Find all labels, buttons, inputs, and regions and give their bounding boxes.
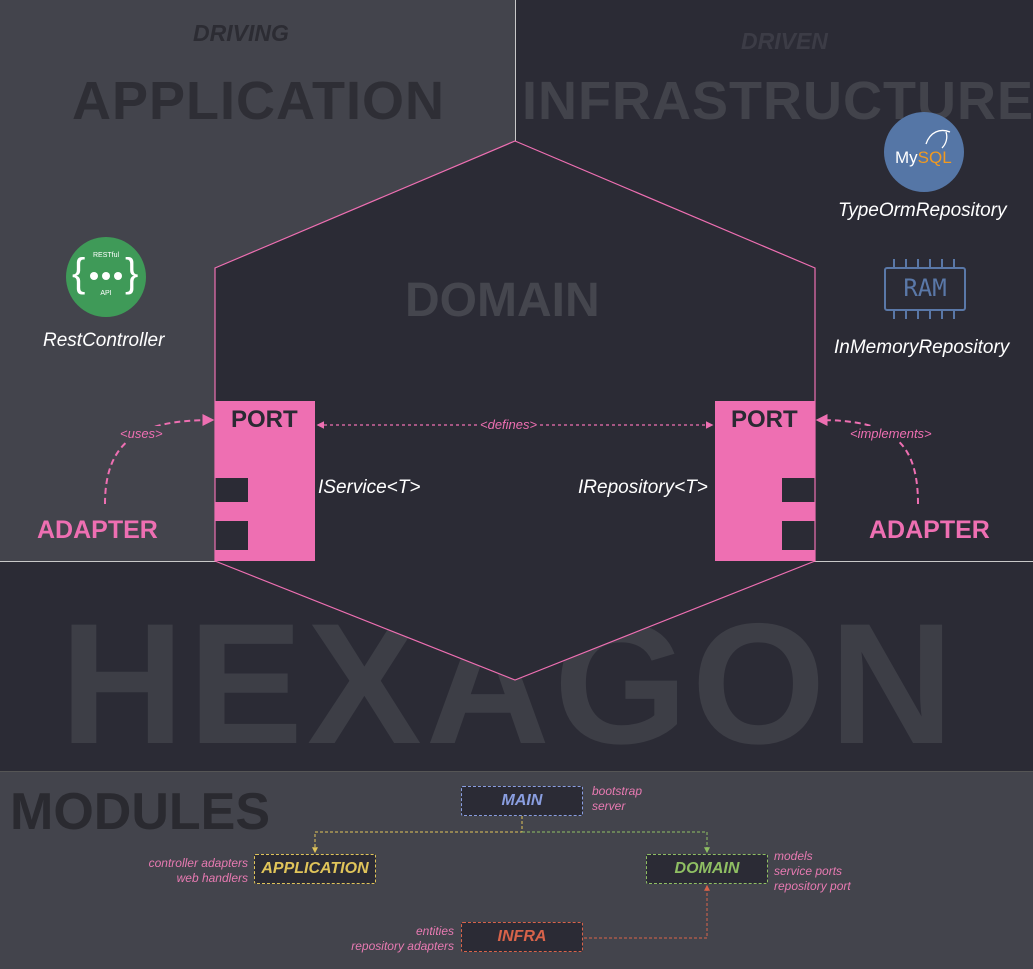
modules-diagram <box>312 816 710 939</box>
right-adapter-label: ADAPTER <box>869 516 990 544</box>
main-to-domain-arrow <box>522 831 710 854</box>
infra-note: entities <box>415 924 454 938</box>
driven-label: DRIVEN <box>741 28 828 54</box>
implements-label: <implements> <box>849 426 933 441</box>
inmemory-repository-label: InMemoryRepository <box>834 337 1010 358</box>
service-interface: IService<T> <box>318 477 421 498</box>
application-title: APPLICATION <box>72 71 445 131</box>
domain-hexagon <box>214 140 816 681</box>
mysql-my-text: My <box>895 148 918 167</box>
main-module: MAIN <box>461 786 583 816</box>
main-note: bootstrap <box>592 784 643 798</box>
main-note: server <box>592 799 626 813</box>
left-port <box>215 401 315 561</box>
dolphin-icon <box>925 129 951 149</box>
driving-label: DRIVING <box>193 20 289 46</box>
application-module: APPLICATION <box>254 854 376 884</box>
right-port <box>715 401 815 561</box>
infra-module: INFRA <box>461 922 583 952</box>
restful-icon-label: RESTful <box>92 252 120 259</box>
dot-icon <box>90 272 98 280</box>
uses-label: <uses> <box>119 426 164 441</box>
dot-icon <box>114 272 122 280</box>
domain-note: service ports <box>774 864 843 878</box>
rest-controller-label: RestController <box>43 330 165 351</box>
application-note: web handlers <box>176 871 248 885</box>
ram-text: RAM <box>903 274 947 302</box>
domain-title: DOMAIN <box>405 274 600 327</box>
main-notes: bootstrap server <box>592 784 642 814</box>
ram-icon: RAM <box>884 267 966 311</box>
ram-pins <box>893 259 955 319</box>
restful-api-icon: RESTful { } API <box>66 237 146 317</box>
restful-icon-sub: API <box>100 290 112 297</box>
dot-icon <box>102 272 110 280</box>
right-brace: } <box>125 251 139 295</box>
domain-notes: models service ports repository port <box>774 849 851 894</box>
domain-note: repository port <box>774 879 851 893</box>
modules-divider <box>0 771 1033 772</box>
vertical-divider <box>515 0 516 141</box>
typeorm-repository-label: TypeOrmRepository <box>838 200 1007 221</box>
domain-note: models <box>774 849 813 863</box>
defines-label: <defines> <box>478 417 540 432</box>
application-notes: controller adapters web handlers <box>148 856 248 886</box>
infra-note: repository adapters <box>351 939 454 953</box>
mysql-sql-text: SQL <box>917 148 952 167</box>
left-brace: { <box>72 251 86 295</box>
main-to-application-arrow <box>312 816 523 854</box>
modules-title: MODULES <box>10 783 270 841</box>
mysql-icon: MySQL <box>884 112 964 192</box>
left-adapter-label: ADAPTER <box>37 516 158 544</box>
domain-module: DOMAIN <box>646 854 768 884</box>
infra-to-domain-arrow <box>584 884 710 939</box>
right-port-label: PORT <box>731 406 798 433</box>
mysql-my: MySQL <box>895 148 952 168</box>
application-note: controller adapters <box>148 856 248 870</box>
left-port-label: PORT <box>231 406 298 433</box>
hexagon-diagram <box>104 140 919 681</box>
infra-notes: entities repository adapters <box>350 924 454 954</box>
repository-interface: IRepository<T> <box>578 477 708 498</box>
